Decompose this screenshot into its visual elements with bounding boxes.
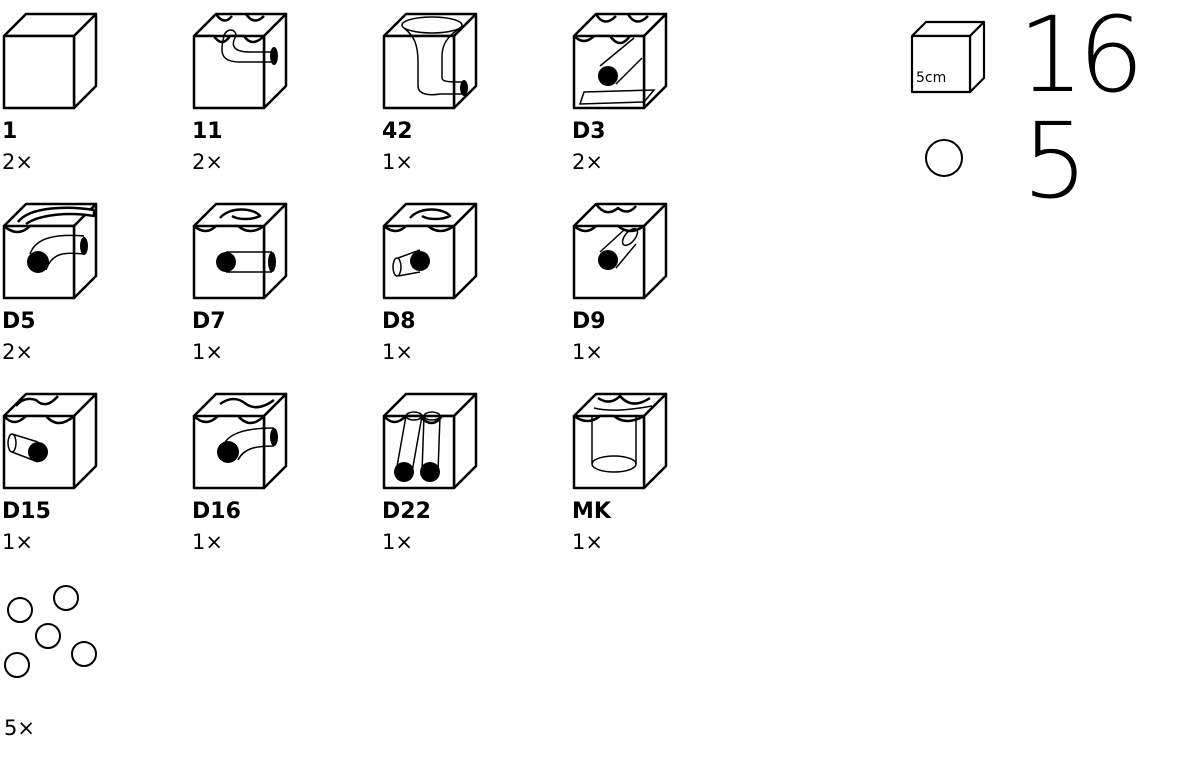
piece-mk: MK 1× (570, 386, 710, 562)
piece-d9: D9 1× (570, 196, 710, 372)
total-marbles-count: 5 (1022, 100, 1089, 222)
switch-right-cube-icon (192, 392, 288, 490)
long-curve-cube-icon (2, 202, 98, 300)
piece-d15: D15 1× (0, 386, 140, 562)
piece-d22: D22 1× (380, 386, 520, 562)
block-size-cube-icon (910, 20, 986, 94)
marbles-icon (4, 585, 97, 678)
piece-code: D22 (382, 499, 431, 524)
curve-channel-cube-icon (192, 12, 288, 110)
piece-quantity: 1× (2, 530, 33, 554)
double-channel-cube-icon (572, 12, 668, 110)
piece-quantity: 1× (382, 150, 413, 174)
piece-quantity: 1× (382, 340, 413, 364)
piece-d16: D16 1× (190, 386, 330, 562)
twin-tube-cube-icon (382, 392, 478, 490)
landing-cube-icon (572, 392, 668, 490)
piece-code: D8 (382, 309, 416, 334)
piece-quantity: 1× (192, 530, 223, 554)
piece-code: D16 (192, 499, 241, 524)
piece-d7: D7 1× (190, 196, 330, 372)
marbles-quantity: 5× (4, 716, 35, 740)
piece-code: 1 (2, 119, 18, 144)
piece-quantity: 1× (192, 340, 223, 364)
plain-cube-icon (2, 12, 98, 110)
piece-11: 11 2× (190, 6, 330, 182)
piece-code: D9 (572, 309, 606, 334)
piece-quantity: 2× (572, 150, 603, 174)
piece-d8: D8 1× (380, 196, 520, 372)
piece-quantity: 1× (572, 530, 603, 554)
piece-quantity: 1× (572, 340, 603, 364)
marble-icon (925, 139, 963, 177)
piece-1: 1 2× (0, 6, 140, 182)
piece-42: 42 1× (380, 6, 520, 182)
piece-d5: D5 2× (0, 196, 140, 372)
piece-code: MK (572, 499, 611, 524)
total-blocks-count: 16 (1018, 0, 1144, 116)
cube-size-label: 5cm (916, 70, 947, 86)
tube-left-exit-cube-icon (382, 202, 478, 300)
piece-d3: D3 2× (570, 6, 710, 182)
tube-side-exit-cube-icon (192, 202, 288, 300)
switch-left-cube-icon (2, 392, 98, 490)
piece-quantity: 1× (382, 530, 413, 554)
piece-code: D7 (192, 309, 226, 334)
piece-code: D5 (2, 309, 36, 334)
piece-quantity: 2× (192, 150, 223, 174)
piece-code: 42 (382, 119, 413, 144)
funnel-cube-icon (382, 12, 478, 110)
piece-code: D3 (572, 119, 606, 144)
diagonal-tube-cube-icon (572, 202, 668, 300)
piece-quantity: 2× (2, 150, 33, 174)
piece-quantity: 2× (2, 340, 33, 364)
piece-code: D15 (2, 499, 51, 524)
piece-code: 11 (192, 119, 223, 144)
